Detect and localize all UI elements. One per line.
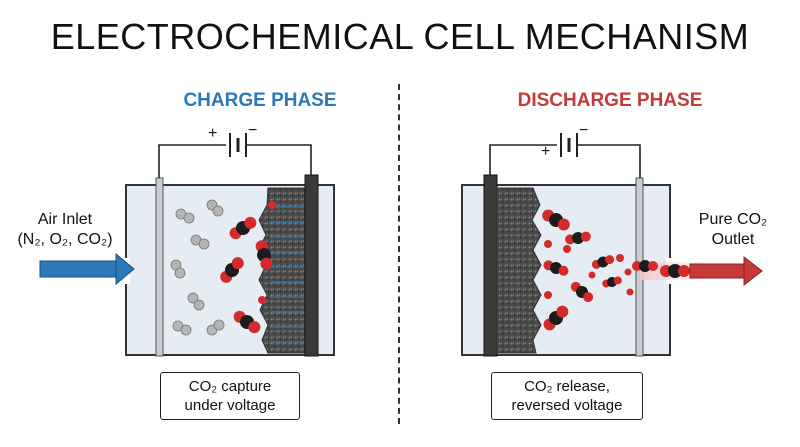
charge-field-lines [270, 206, 305, 343]
phase-divider [398, 84, 400, 424]
page-title: ELECTROCHEMICAL CELL MECHANISM [50, 16, 750, 57]
charge-caption-line2: under voltage [184, 397, 276, 414]
air-inlet-label: Air Inlet (N₂, O₂, CO₂) [10, 210, 120, 250]
co2-outlet-label-line2: Outlet [711, 231, 755, 248]
charge-battery-plus: + [208, 125, 218, 142]
discharge-co2-molecules [542, 209, 690, 331]
discharge-cell [461, 133, 763, 357]
discharge-caption-line2: reversed voltage [511, 397, 623, 414]
charge-caption-line1: CO₂ capture [188, 378, 272, 395]
discharge-collector [483, 174, 498, 357]
discharge-battery-minus: − [579, 122, 589, 139]
charge-nitrogen-molecules [170, 199, 225, 336]
charge-battery-minus: − [248, 122, 258, 139]
discharge-wire-right [577, 144, 641, 178]
charge-phase-heading: CHARGE PHASE [183, 90, 337, 111]
co2-outlet-label: Pure CO₂ Outlet [678, 210, 788, 250]
charge-wire-left [158, 144, 226, 178]
air-inlet-arrow [39, 252, 135, 286]
air-inlet-label-line1: Air Inlet [37, 211, 93, 228]
charge-grid-electrode [155, 177, 164, 357]
co2-outlet-arrow [689, 255, 763, 287]
charge-collector [304, 174, 319, 357]
discharge-phase-heading: DISCHARGE PHASE [517, 90, 703, 111]
charge-cell [39, 133, 335, 357]
discharge-wire-left [489, 144, 557, 175]
discharge-porous-electrode [496, 187, 542, 354]
charge-wire-right [246, 144, 312, 175]
discharge-battery-plus: + [541, 143, 551, 160]
co2-outlet-label-line1: Pure CO₂ [698, 211, 768, 228]
discharge-caption-line1: CO₂ release, [524, 378, 610, 395]
charge-co2-molecules [220, 201, 276, 334]
charge-caption-box: CO₂ capture under voltage [160, 372, 300, 420]
discharge-caption-box: CO₂ release, reversed voltage [491, 372, 643, 420]
air-inlet-label-line2: (N₂, O₂, CO₂) [17, 231, 113, 248]
